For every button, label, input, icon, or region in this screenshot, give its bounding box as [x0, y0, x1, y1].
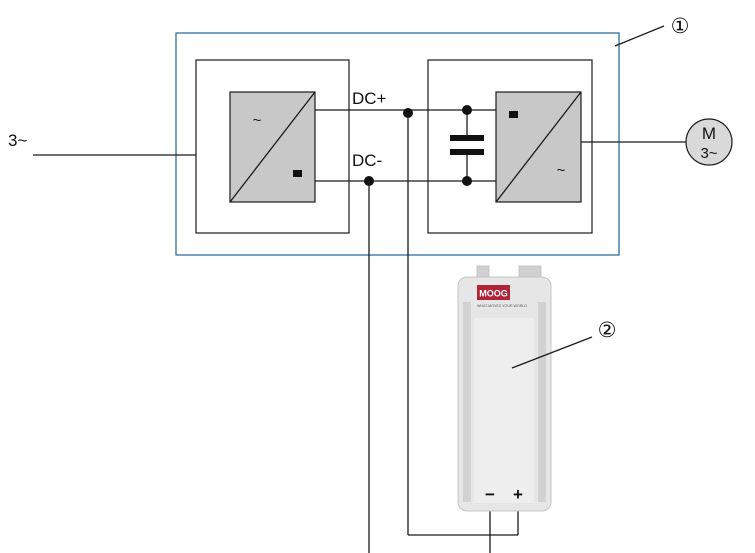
module-rail-right — [538, 302, 546, 502]
moog-logo-text: MOOG — [479, 289, 508, 299]
rectifier-diagonal — [229, 91, 316, 203]
callout-1: ① — [671, 15, 690, 38]
moog-logo — [477, 285, 510, 300]
motor-label-m: M — [702, 124, 716, 143]
drive-frame — [175, 32, 620, 256]
rectifier-dc-symbol — [293, 170, 302, 177]
rectifier-frame — [195, 59, 350, 234]
module-rail-left — [463, 302, 471, 502]
module-minus-terminal: − — [485, 485, 495, 504]
module-face — [474, 318, 534, 503]
callout-1-leader — [614, 25, 665, 47]
callout-2: ② — [598, 319, 617, 342]
motor-symbol — [685, 118, 733, 166]
moog-tagline: WHAT MOVES YOUR WORLD — [477, 304, 527, 308]
capacitor-plate-bottom — [450, 149, 484, 155]
capacitor-plate-top — [450, 135, 484, 141]
module-plus-terminal: + — [513, 485, 523, 504]
capacitor-junction-bottom — [462, 176, 472, 186]
rectifier-ac-symbol: ~ — [253, 112, 262, 129]
callout-2-leader — [511, 336, 593, 369]
dc-minus-label: DC- — [352, 151, 382, 170]
motor-label-phase: 3~ — [700, 145, 717, 162]
brake-module: MOOG WHAT MOVES YOUR WORLD − + — [457, 265, 552, 512]
dc-plus-label: DC+ — [352, 89, 387, 108]
ac-input-label: 3~ — [8, 131, 27, 150]
capacitor-junction-top — [462, 105, 472, 115]
inverter-diagonal — [495, 91, 582, 203]
inverter-dc-symbol — [509, 111, 518, 118]
inverter-ac-symbol: ~ — [557, 162, 566, 179]
